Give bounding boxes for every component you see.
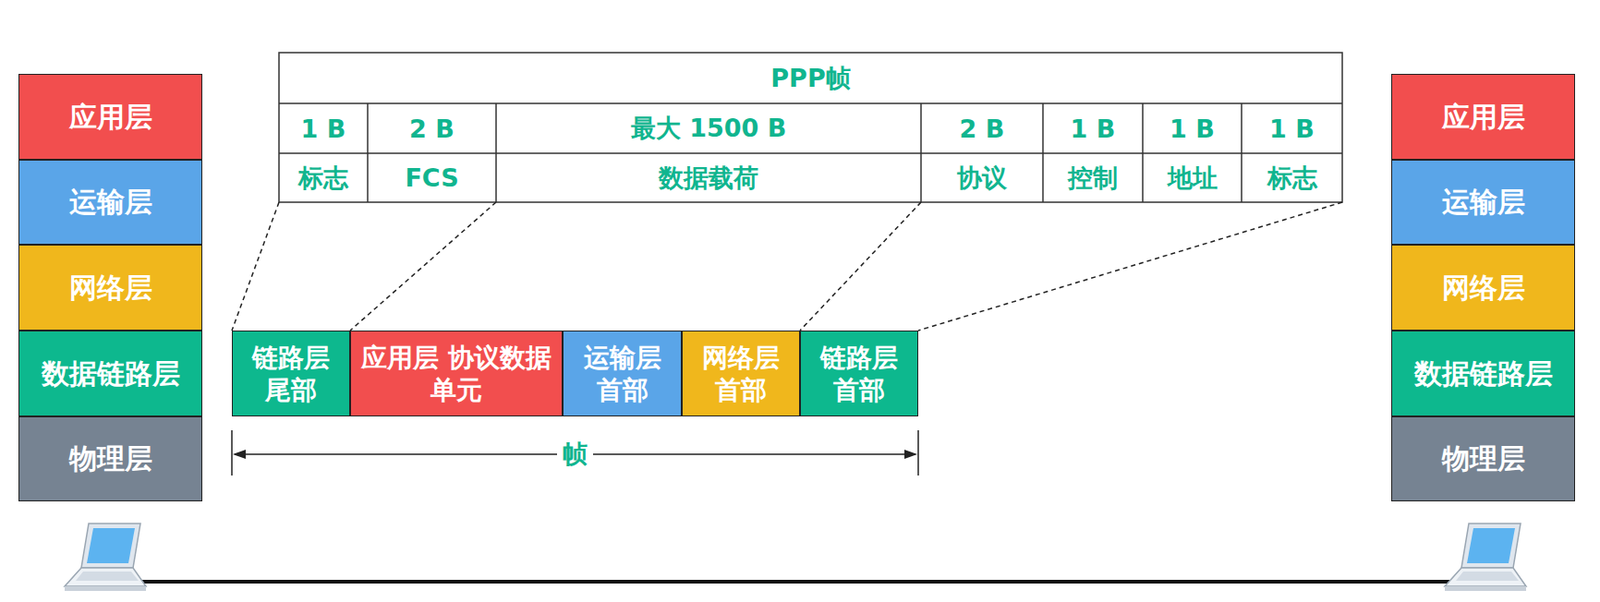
layer-box: 数据链路层 <box>1391 330 1576 417</box>
cell-text: 1 B <box>1163 114 1221 144</box>
cell-text: 2 B <box>403 114 461 144</box>
cell-text: 地址 <box>1162 161 1224 195</box>
table-cell: 1 B <box>1044 105 1141 152</box>
layer-label: 运输层 首部 <box>569 341 676 407</box>
layer-box: 物理层 <box>18 416 203 502</box>
layer-label: 应用层 <box>1442 99 1526 135</box>
layer-label: 链路层 首部 <box>806 341 912 407</box>
table-cell: 协议 <box>922 155 1042 201</box>
layer-box: 应用层 协议数据单元 <box>350 330 563 417</box>
table-cell: 1 B <box>1144 105 1240 152</box>
cell-text: PPP帧 <box>764 61 856 96</box>
span-arrow <box>231 430 919 476</box>
table-cell: 2 B <box>922 105 1042 152</box>
link-line <box>129 580 1455 584</box>
layer-box: 物理层 <box>1391 416 1576 502</box>
layer-box: 链路层 尾部 <box>231 330 351 417</box>
layer-label: 网络层 首部 <box>688 341 794 407</box>
cell-text: 控制 <box>1062 161 1124 195</box>
layer-label: 数据链路层 <box>1414 356 1553 392</box>
layer-box: 数据链路层 <box>18 330 203 417</box>
laptop-icon <box>64 523 146 592</box>
layer-label: 物理层 <box>69 441 153 477</box>
cell-text: FCS <box>399 163 464 193</box>
table-cell: 标志 <box>1243 155 1341 201</box>
table-cell: FCS <box>369 155 495 201</box>
leader-lines <box>231 202 1343 331</box>
layer-box: 链路层 首部 <box>800 330 919 417</box>
layer-label: 应用层 <box>69 99 153 135</box>
layer-box: 应用层 <box>18 73 203 160</box>
cell-text: 协议 <box>951 161 1013 195</box>
span-label: 帧 <box>530 436 619 473</box>
layer-box: 运输层 <box>1391 159 1576 245</box>
cell-text: 标志 <box>1261 161 1323 195</box>
cell-text: 1 B <box>1263 114 1321 144</box>
layer-box: 运输层 首部 <box>562 330 682 417</box>
cell-text: 数据载荷 <box>653 161 764 195</box>
layer-box: 网络层 首部 <box>681 330 800 417</box>
table-cell: 地址 <box>1144 155 1240 201</box>
table-cell: 1 B <box>1243 105 1341 152</box>
cell-text: 1 B <box>1065 114 1122 144</box>
table-cell: 最大 1500 B <box>497 105 920 152</box>
cell-text: 标志 <box>292 161 354 195</box>
table-cell: 2 B <box>369 105 495 152</box>
laptop-icon <box>1444 523 1527 592</box>
layer-label: 网络层 <box>1442 270 1526 306</box>
cell-text: 最大 1500 B <box>625 111 793 146</box>
layer-box: 运输层 <box>18 159 203 245</box>
table-grid <box>278 52 1343 203</box>
layer-label: 运输层 <box>69 184 153 220</box>
layer-box: 网络层 <box>18 244 203 331</box>
table-cell: 1 B <box>280 105 366 152</box>
layer-label: 应用层 协议数据单元 <box>356 341 557 407</box>
table-cell: 控制 <box>1044 155 1141 201</box>
layer-label: 网络层 <box>69 270 153 306</box>
table-title: PPP帧 <box>280 54 1341 102</box>
table-cell: 数据载荷 <box>497 155 920 201</box>
layer-label: 链路层 尾部 <box>238 341 344 407</box>
table-cell: 标志 <box>280 155 366 201</box>
cell-text: 帧 <box>557 437 594 472</box>
layer-box: 应用层 <box>1391 73 1576 160</box>
cell-text: 1 B <box>295 114 352 144</box>
cell-text: 2 B <box>954 114 1011 144</box>
layer-label: 数据链路层 <box>41 356 181 392</box>
layer-label: 物理层 <box>1442 441 1526 477</box>
layer-box: 网络层 <box>1391 244 1576 331</box>
layer-label: 运输层 <box>1442 184 1526 220</box>
